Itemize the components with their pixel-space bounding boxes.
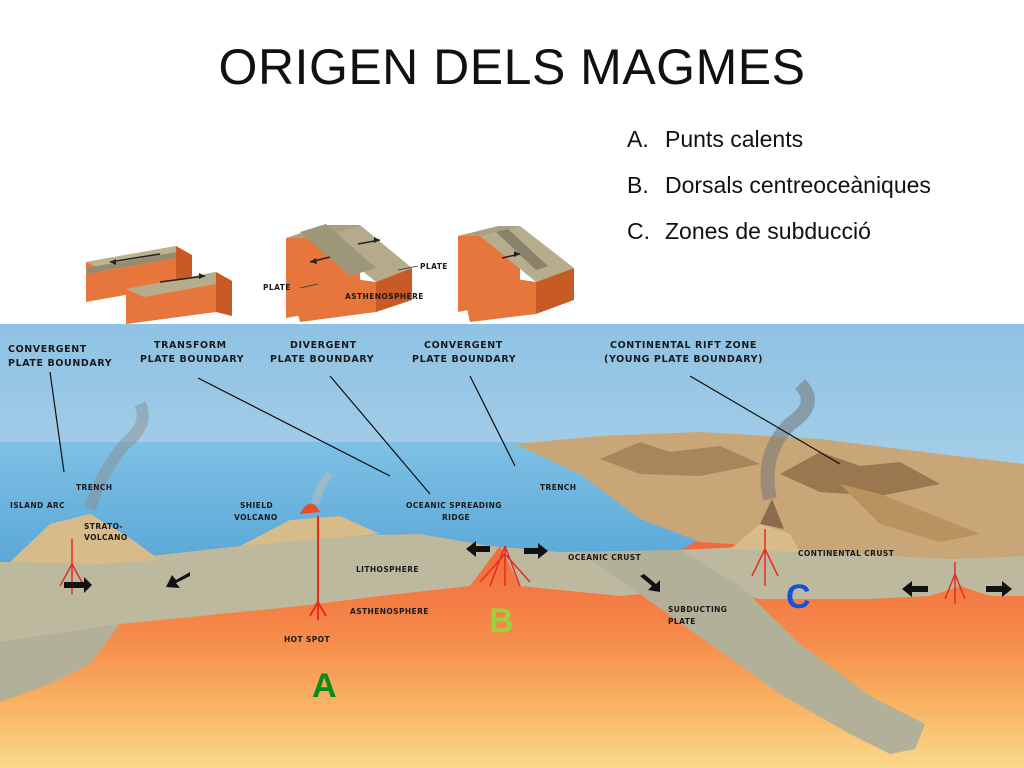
label-transform-1: TRANSFORM: [154, 340, 227, 351]
arc-plume: [59, 529, 966, 604]
lithosphere: [0, 534, 1024, 642]
marker-b: B: [489, 602, 514, 640]
label-strato-1: STRATO-: [84, 522, 123, 531]
label-trench-left: TRENCH: [76, 483, 112, 492]
convergent-block: [458, 226, 574, 322]
label-island-arc: ISLAND ARC: [10, 501, 65, 510]
tectonic-cross-section: CONVERGENT PLATE BOUNDARY TRANSFORM PLAT…: [0, 324, 1024, 768]
marker-c: C: [786, 578, 811, 616]
legend-item-c: C. Zones de subducció: [627, 216, 931, 262]
legend-marker-c: C.: [627, 218, 650, 244]
motion-arrows: [64, 541, 1012, 597]
legend-marker-b: B.: [627, 172, 649, 198]
label-continental-crust: CONTINENTAL CRUST: [798, 549, 895, 558]
subducting-slab: [580, 550, 925, 754]
label-divergent-1: DIVERGENT: [290, 340, 357, 351]
transform-block: [86, 246, 232, 324]
label-rift-1: CONTINENTAL RIFT ZONE: [610, 340, 757, 351]
legend-text-b: Dorsals centreoceàniques: [665, 172, 931, 198]
legend-list: A. Punts calents B. Dorsals centreoceàniqu…: [627, 124, 931, 262]
legend-text-c: Zones de subducció: [665, 218, 871, 244]
legend-marker-a: A.: [627, 126, 649, 152]
label-convergent-left-2: PLATE BOUNDARY: [8, 358, 112, 369]
label-oceanic-crust: OCEANIC CRUST: [568, 553, 642, 562]
ridge-plume: [479, 545, 531, 587]
label-subducting-1: SUBDUCTING: [668, 605, 727, 614]
label-ridge-1: OCEANIC SPREADING: [406, 501, 502, 510]
plate-block-diagrams: PLATE PLATE ASTHENOSPHERE: [86, 224, 574, 324]
block-plate-label-2: PLATE: [263, 283, 291, 292]
hot-spot-plume: [309, 516, 327, 620]
label-rift-2: (YOUNG PLATE BOUNDARY): [604, 354, 763, 365]
label-transform-2: PLATE BOUNDARY: [140, 354, 244, 365]
legend-text-a: Punts calents: [665, 126, 804, 152]
label-divergent-2: PLATE BOUNDARY: [270, 354, 374, 365]
label-ridge-2: RIDGE: [442, 513, 470, 522]
divergent-block: PLATE PLATE ASTHENOSPHERE: [263, 224, 448, 322]
label-strato-2: VOLCANO: [84, 533, 128, 542]
label-hot-spot: HOT SPOT: [284, 635, 330, 644]
legend-item-a: A. Punts calents: [627, 124, 931, 170]
block-plate-label-1: PLATE: [420, 262, 448, 271]
leader-lines: [49, 371, 841, 495]
label-asthenosphere: ASTHENOSPHERE: [350, 607, 429, 616]
subducting-slab-left: [0, 624, 120, 702]
ocean: [0, 442, 720, 562]
label-lithosphere: LITHOSPHERE: [356, 565, 419, 574]
label-convergent-mid-1: CONVERGENT: [424, 340, 503, 351]
slide-title: ORIGEN DELS MAGMES: [218, 39, 806, 95]
label-convergent-left-1: CONVERGENT: [8, 344, 87, 355]
label-shield-2: VOLCANO: [234, 513, 278, 522]
legend-item-b: B. Dorsals centreoceàniques: [627, 170, 931, 216]
marker-a: A: [312, 667, 337, 705]
label-subducting-2: PLATE: [668, 617, 696, 626]
block-asthenosphere-label: ASTHENOSPHERE: [345, 292, 424, 301]
label-convergent-mid-2: PLATE BOUNDARY: [412, 354, 516, 365]
island-arc: [10, 514, 160, 564]
label-trench-right: TRENCH: [540, 483, 576, 492]
label-shield-1: SHIELD: [240, 501, 273, 510]
